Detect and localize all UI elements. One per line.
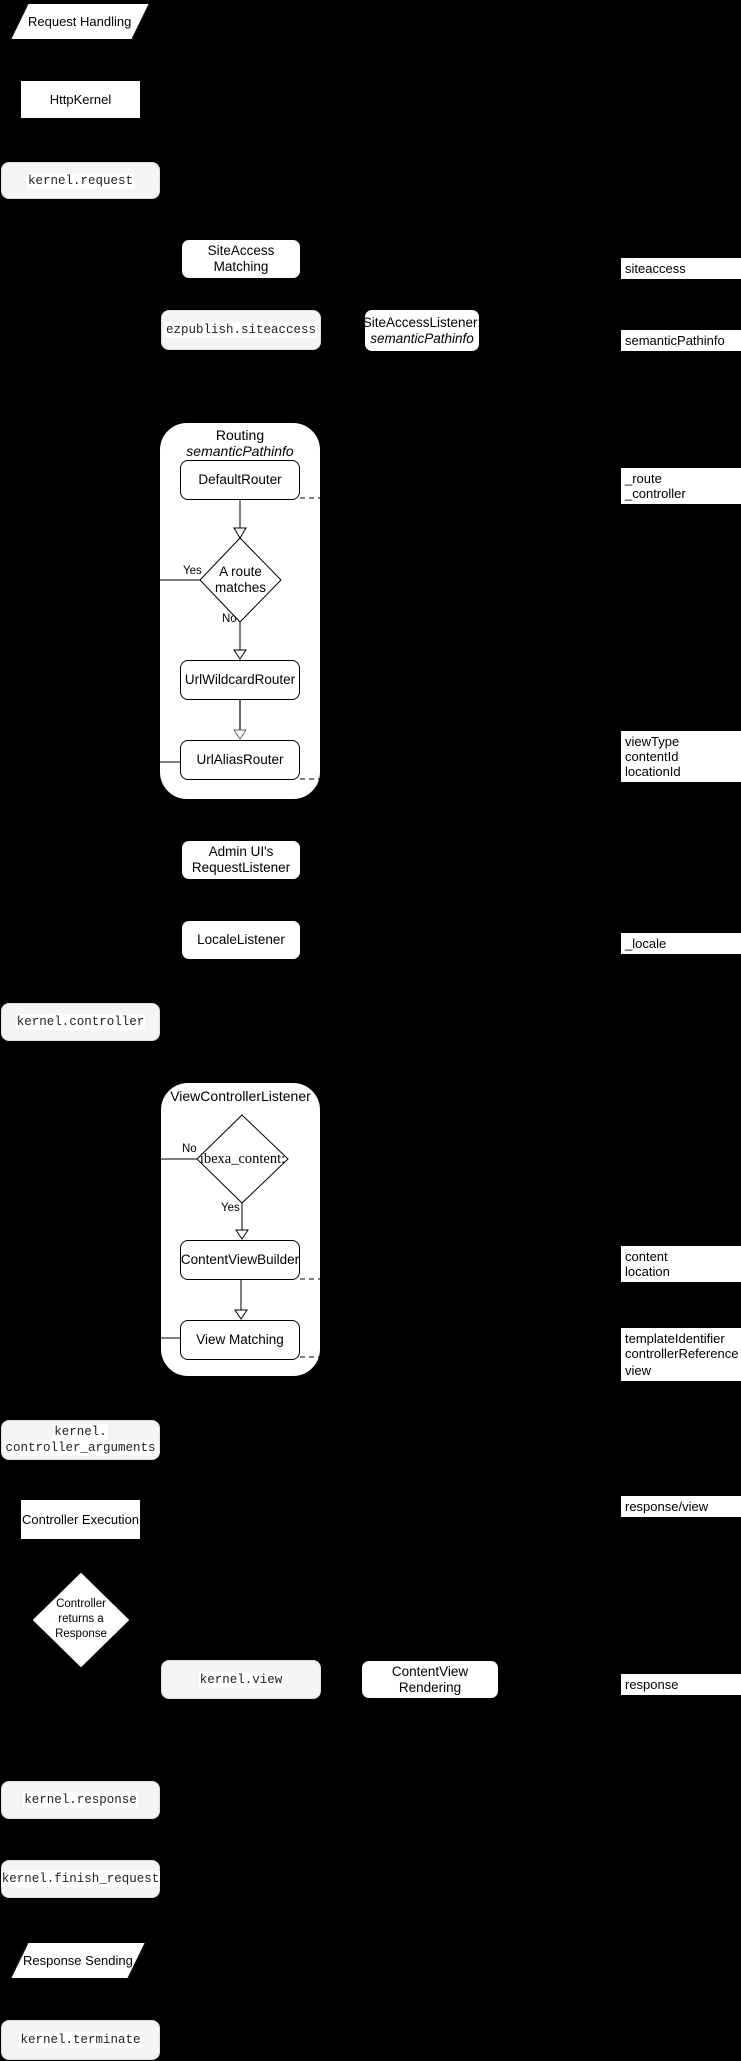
siteaccess-matching-node: SiteAccess Matching <box>181 239 301 279</box>
side-label-line: viewType <box>625 734 680 749</box>
side-label-locale: _locale <box>621 933 741 954</box>
route-no-label: No <box>222 613 237 625</box>
kernel-terminate-event: kernel.terminate <box>1 2020 160 2060</box>
view-matching-node: View Matching <box>180 1320 300 1360</box>
kernel-request-label: kernel.request <box>26 172 135 189</box>
contentview-rendering-label: ContentView Rendering <box>391 1663 469 1695</box>
side-label-line: contentId <box>625 749 679 764</box>
routing-title-italic: semanticPathinfo <box>186 443 294 459</box>
ezpublish-siteaccess-event: ezpublish.siteaccess <box>161 310 321 350</box>
side-label-viewtype: viewType contentId locationId <box>621 731 741 782</box>
side-label-line: view <box>625 1363 652 1378</box>
request-handling-terminator: Request Handling <box>9 3 151 40</box>
response-sending-label: Response Sending <box>23 1953 133 1968</box>
route-matches-line2: matches <box>214 580 267 595</box>
siteaccess-listener-line1: SiteAccessListener: <box>362 314 482 330</box>
default-router-label: DefaultRouter <box>198 472 282 487</box>
kernel-finish-request-label: kernel.finish_request <box>0 1871 161 1887</box>
view-matching-label: View Matching <box>196 1332 284 1347</box>
side-label-line: location <box>625 1264 670 1279</box>
kernel-response-label: kernel.response <box>23 1792 138 1808</box>
kernel-request-event: kernel.request <box>1 162 160 199</box>
response-sending-terminator: Response Sending <box>9 1942 147 1979</box>
side-label-content-location: content location <box>621 1246 741 1282</box>
side-label-line: _route <box>625 471 662 486</box>
content-view-builder-label: ContentViewBuilder <box>180 1252 300 1267</box>
side-label-line: _controller <box>625 486 686 501</box>
controller-returns-line3: Response <box>55 1628 107 1640</box>
view-controller-listener-label: ViewControllerListener <box>170 1088 311 1104</box>
side-label-line: _locale <box>625 936 667 951</box>
siteaccess-listener-line2: semanticPathinfo <box>370 330 474 346</box>
route-matches-decision: A route matches <box>200 564 281 596</box>
kernel-finish-request-event: kernel.finish_request <box>0 1860 161 1898</box>
url-alias-router-node: UrlAliasRouter <box>180 740 300 780</box>
side-label-line: content <box>625 1249 668 1264</box>
view-controller-listener-title: ViewControllerListener <box>165 1088 316 1104</box>
url-wildcard-router-node: UrlWildcardRouter <box>180 660 300 700</box>
siteaccess-matching-label: SiteAccess Matching <box>207 243 275 274</box>
httpkernel-label: HttpKernel <box>49 92 112 107</box>
kernel-view-label: kernel.view <box>198 1671 284 1688</box>
contentview-rendering-node: ContentView Rendering <box>361 1660 499 1699</box>
controller-execution-label: Controller Execution <box>21 1512 140 1527</box>
ibexa-content-decision: ibexa_content: <box>197 1151 288 1168</box>
controller-returns-line2: returns a <box>58 1613 104 1625</box>
side-label-line: locationId <box>625 764 681 779</box>
side-label-route-controller: _route _controller <box>621 468 741 504</box>
ibexa-no-label: No <box>182 1143 197 1155</box>
side-label-line: controllerReference <box>625 1346 739 1361</box>
side-label-template-controller: templateIdentifier controllerReference <box>621 1328 741 1364</box>
ibexa-yes-label: Yes <box>221 1202 240 1214</box>
content-view-builder-node: ContentViewBuilder <box>180 1240 300 1280</box>
side-label-line: siteaccess <box>625 261 686 276</box>
siteaccess-listener-node: SiteAccessListener: semanticPathinfo <box>362 309 482 352</box>
side-label-view: view <box>621 1360 741 1381</box>
kernel-controller-event: kernel.controller <box>1 1003 160 1041</box>
controller-execution-node: Controller Execution <box>21 1500 140 1539</box>
httpkernel-node: HttpKernel <box>21 81 140 118</box>
default-router-node: DefaultRouter <box>180 460 300 500</box>
side-label-line: semanticPathinfo <box>625 333 725 348</box>
locale-listener-node: LocaleListener <box>181 920 301 960</box>
kernel-controller-arguments-event: kernel. controller_arguments <box>1 1420 160 1460</box>
ibexa-content-label: ibexa_content: <box>199 1151 286 1167</box>
side-label-line: response/view <box>625 1499 709 1514</box>
kernel-view-event: kernel.view <box>161 1660 321 1699</box>
url-alias-router-label: UrlAliasRouter <box>196 752 284 767</box>
kernel-controller-label: kernel.controller <box>15 1014 146 1030</box>
ezpublish-siteaccess-label: ezpublish.siteaccess <box>164 322 318 338</box>
request-handling-label: Request Handling <box>28 14 132 29</box>
url-wildcard-router-label: UrlWildcardRouter <box>184 672 296 687</box>
side-label-line: templateIdentifier <box>625 1331 725 1346</box>
kernel-controller-arguments-line1: kernel. <box>53 1424 108 1440</box>
controller-returns-line1: Controller <box>56 1598 106 1610</box>
side-label-semantic-pathinfo: semanticPathinfo <box>621 330 741 351</box>
kernel-terminate-label: kernel.terminate <box>19 2032 142 2048</box>
side-label-response-view: response/view <box>621 1496 741 1517</box>
admin-request-listener-node: Admin UI's RequestListener <box>181 840 301 880</box>
admin-request-listener-line1: Admin UI's <box>208 844 274 859</box>
kernel-response-event: kernel.response <box>1 1781 160 1819</box>
locale-listener-label: LocaleListener <box>197 932 285 947</box>
side-label-response: response <box>621 1674 741 1695</box>
side-label-siteaccess: siteaccess <box>621 258 741 279</box>
side-label-line: response <box>625 1677 679 1692</box>
route-yes-label: Yes <box>183 565 202 577</box>
controller-returns-decision: Controller returns a Response <box>37 1597 125 1642</box>
routing-title-normal: Routing <box>215 427 265 443</box>
kernel-controller-arguments-line2: controller_arguments <box>4 1440 157 1456</box>
admin-request-listener-line2: RequestListener <box>191 860 291 875</box>
route-matches-line1: A route <box>219 564 262 579</box>
